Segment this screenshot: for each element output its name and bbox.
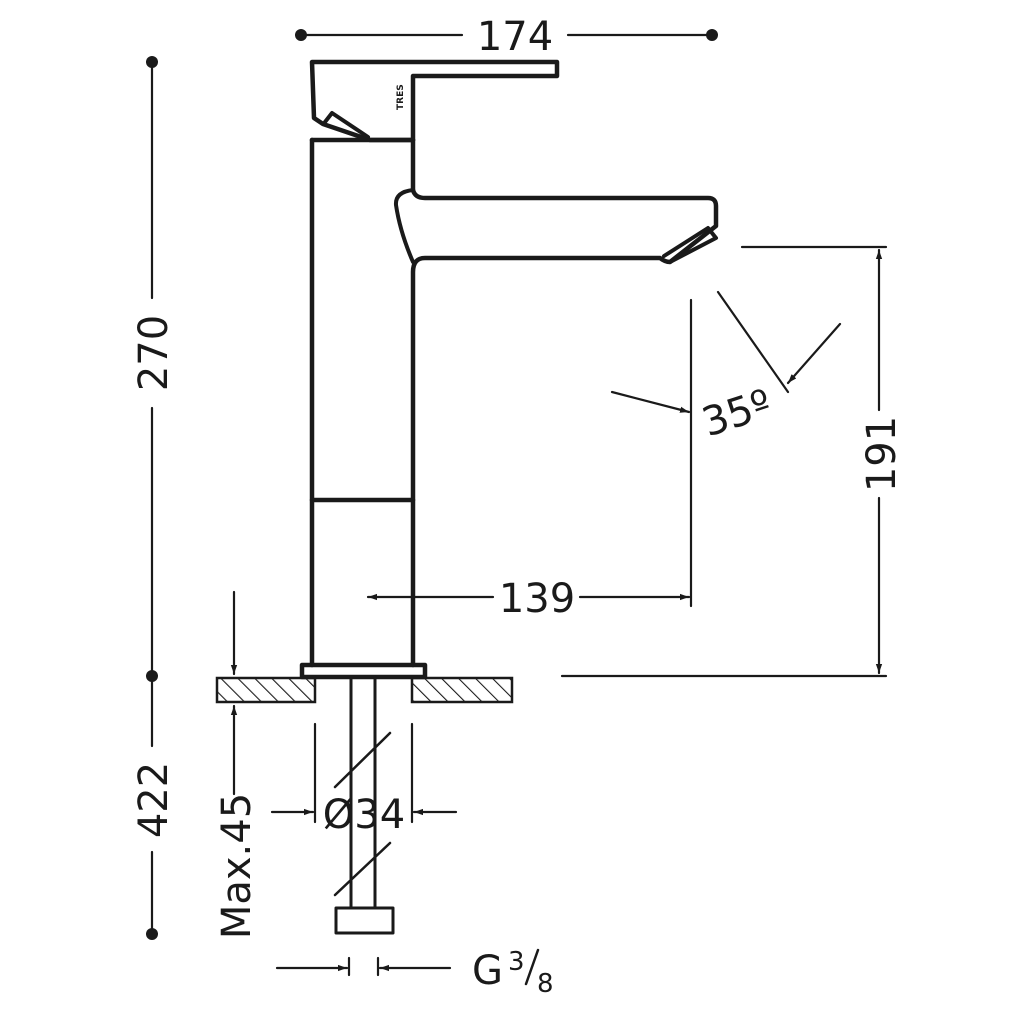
dim-connection-thread: G [472,948,503,994]
dim-connection-fraction-denominator: 8 [537,969,554,999]
dim-spout-angle: 35º [697,381,778,446]
handle-wedge [323,111,370,139]
countertop-section [215,676,514,704]
dim-overall-width: 174 [477,14,553,60]
dim-spout-height: 191 [859,416,905,492]
base-plate [299,662,428,680]
handle-lever [309,59,560,143]
dimension-lines [150,33,888,977]
dim-connection-fraction-numerator: 3 [508,947,525,977]
fraction-slash [524,948,540,986]
dim-total-height: 422 [131,762,177,838]
supply-hose [333,675,395,935]
dimension-dots [146,29,718,940]
dim-height-to-base: 270 [131,315,177,391]
spout-shoulder [393,188,415,264]
spout-aerator [662,226,718,264]
faucet-outline [299,59,719,680]
spout [410,187,719,668]
dim-max-deck-thickness: Max.45 [214,793,260,939]
brand-logo-text: TRES [396,84,406,110]
dim-spout-reach: 139 [499,576,575,622]
dim-body-diameter: Ø34 [323,792,405,838]
